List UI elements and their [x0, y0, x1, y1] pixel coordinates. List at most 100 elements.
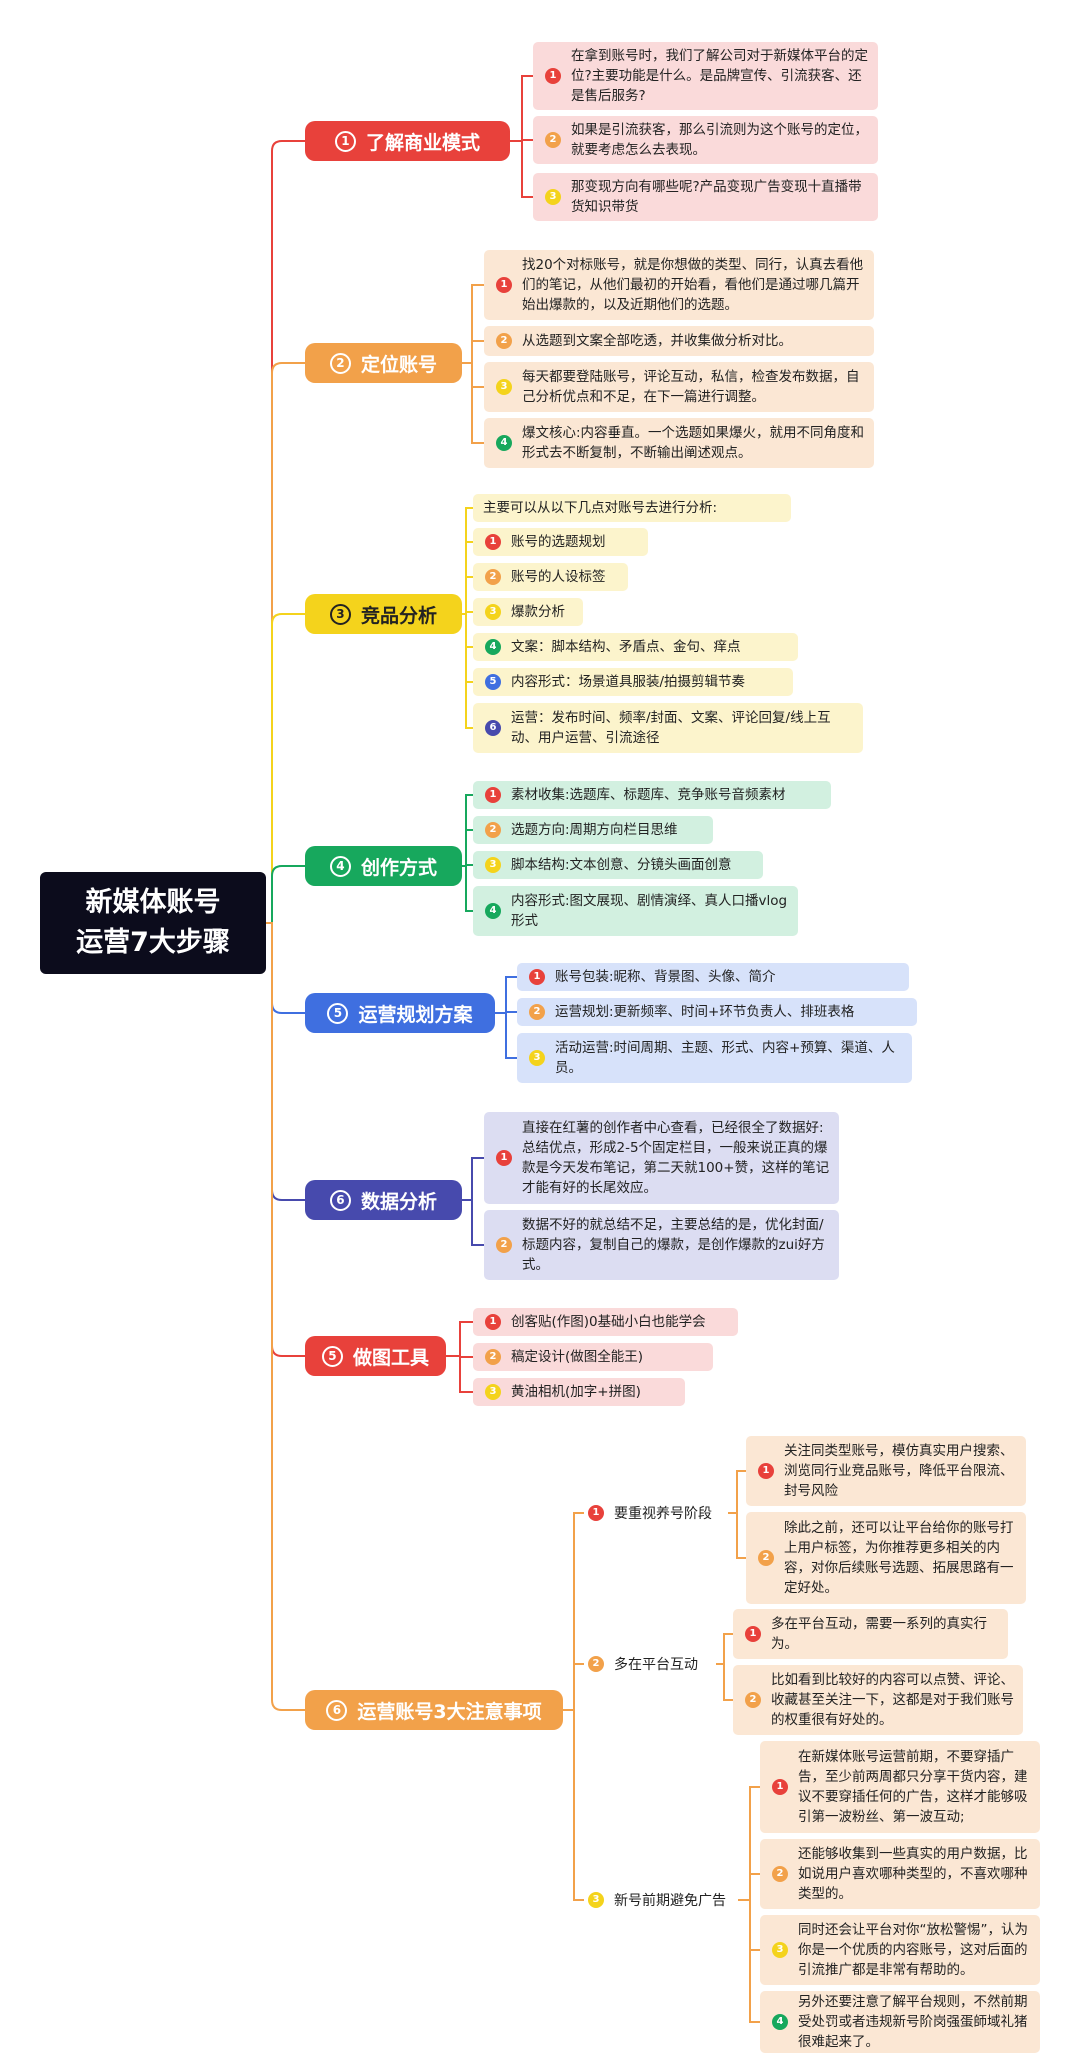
- branch-title: 定位账号: [360, 353, 437, 376]
- number-badge: 1: [496, 1150, 512, 1166]
- leaf-text: 如果是引流获客，那么引流则为这个账号的定位，就要考虑怎么去表现。: [571, 122, 868, 158]
- leaf-text: 在拿到账号时，我们了解公司对于新媒体平台的定位?主要功能是什么。是品牌宣传、引流…: [571, 48, 868, 104]
- leaf-text: 关注同类型账号，模仿真实用户搜索、浏览同行业竞品账号，降低平台限流、封号风险: [784, 1443, 1014, 1499]
- number-badge: 3: [496, 379, 512, 395]
- leaf-text: 比如看到比较好的内容可以点赞、评论、收藏甚至关注一下，这都是对于我们账号的权重很…: [771, 1672, 1014, 1728]
- leaf-text: 素材收集:选题库、标题库、竞争账号音频素材: [511, 787, 786, 803]
- number-badge: 1: [588, 1505, 604, 1521]
- leaf-text: 同时还会让平台对你“放松警惕”，认为你是一个优质的内容账号，这对后面的引流推广都…: [798, 1922, 1028, 1978]
- connector-leaves-7: [446, 1321, 473, 1393]
- branch-data-analysis: 6 数据分析: [305, 1180, 462, 1220]
- branch-number: 1: [334, 130, 356, 152]
- leaf-text: 文案：脚本结构、矛盾点、金句、痒点: [511, 639, 741, 655]
- leaf-8-2-2: 2 比如看到比较好的内容可以点赞、评论、收藏甚至关注一下，这都是对于我们账号的权…: [733, 1665, 1023, 1735]
- leaf-4-1: 1 素材收集:选题库、标题库、竞争账号音频素材: [473, 781, 831, 809]
- number-badge: 2: [485, 822, 501, 838]
- leaf-text: 数据不好的就总结不足，主要总结的是，优化封面/标题内容，复制自己的爆款，是创作爆…: [522, 1217, 825, 1273]
- leaf-text: 创客贴(作图)0基础小白也能学会: [511, 1314, 706, 1330]
- number-badge: 2: [772, 1866, 788, 1882]
- leaf-text: 账号的选题规划: [511, 534, 606, 550]
- branch-number: 3: [329, 603, 351, 625]
- leaf-text: 主要可以从以下几点对账号去进行分析:: [483, 500, 718, 516]
- branch-business-model: 1 了解商业模式: [305, 121, 510, 161]
- branch-positioning: 2 定位账号: [305, 343, 462, 383]
- leaf-text: 爆款分析: [511, 604, 565, 620]
- number-badge: 4: [772, 2014, 788, 2030]
- sub-topic-raising-account: 1 要重视养号阶段: [584, 1496, 716, 1530]
- leaf-text: 内容形式：场景道具服装/拍摄剪辑节奏: [511, 674, 746, 690]
- leaf-5-1: 1 账号包装:昵称、背景图、头像、简介: [517, 963, 909, 991]
- branch-number: 5: [321, 1345, 343, 1367]
- number-badge: 2: [758, 1550, 774, 1566]
- number-badge: 3: [545, 189, 561, 205]
- leaf-text: 运营：发布时间、频率/封面、文案、评论回复/线上互动、用户运营、引流途径: [511, 710, 831, 746]
- leaf-3-4: 4 文案：脚本结构、矛盾点、金句、痒点: [473, 633, 798, 661]
- number-badge: 1: [485, 1314, 501, 1330]
- number-badge: 4: [485, 903, 501, 919]
- number-badge: 2: [496, 1237, 512, 1253]
- branch-title: 运营规划方案: [358, 1003, 473, 1026]
- leaf-text: 多在平台互动，需要一系列的真实行为。: [771, 1616, 987, 1652]
- branch-number: 4: [329, 855, 351, 877]
- leaf-8-1-2: 2 除此之前，还可以让平台给你的账号打上用户标签，为你推荐更多相关的内容，对你后…: [746, 1512, 1026, 1604]
- leaf-6-1: 1 直接在红薯的创作者中心查看，已经很全了数据好:总结优点，形成2-5个固定栏目…: [484, 1112, 839, 1204]
- branch-precautions: 6 运营账号3大注意事项: [305, 1690, 563, 1730]
- leaf-3-5: 5 内容形式：场景道具服装/拍摄剪辑节奏: [473, 668, 793, 696]
- branch-number: 5: [327, 1002, 349, 1024]
- number-badge: 3: [485, 1384, 501, 1400]
- branch-drawing-tools: 5 做图工具: [305, 1336, 446, 1376]
- leaf-8-3-3: 3 同时还会让平台对你“放松警惕”，认为你是一个优质的内容账号，这对后面的引流推…: [760, 1915, 1040, 1985]
- connector-subs-8: [563, 1512, 584, 1901]
- leaf-text: 账号的人设标签: [511, 569, 606, 585]
- number-badge: 3: [485, 857, 501, 873]
- leaf-3-2: 2 账号的人设标签: [473, 563, 628, 591]
- connector-branch-3: [266, 613, 305, 924]
- branch-title: 了解商业模式: [365, 131, 480, 154]
- number-badge: 6: [485, 720, 501, 736]
- branch-title: 竞品分析: [360, 604, 437, 627]
- number-badge: 1: [529, 969, 545, 985]
- number-badge: 2: [496, 333, 512, 349]
- leaf-text: 选题方向:周期方向栏目思维: [511, 822, 678, 838]
- connector-leaves-1: [510, 75, 533, 198]
- number-badge: 4: [485, 639, 501, 655]
- branch-number: 2: [329, 352, 351, 374]
- leaf-8-3-4: 4 另外还要注意了解平台规则，不然前期受处罚或者违规新号阶岗强蛋師域礼猪很难起来…: [760, 1991, 1040, 2053]
- leaf-text: 除此之前，还可以让平台给你的账号打上用户标签，为你推荐更多相关的内容，对你后续账…: [784, 1520, 1014, 1596]
- leaf-2-2: 2 从选题到文案全部吃透，并收集做分析对比。: [484, 326, 874, 356]
- connector-leaves-4: [462, 794, 473, 912]
- leaf-3-1: 1 账号的选题规划: [473, 528, 648, 556]
- number-badge: 1: [772, 1779, 788, 1795]
- number-badge: 5: [485, 674, 501, 690]
- leaf-text: 运营规划:更新频率、时间+环节负责人、排班表格: [555, 1004, 855, 1020]
- number-badge: 2: [545, 132, 561, 148]
- number-badge: 2: [529, 1004, 545, 1020]
- branch-creation-method: 4 创作方式: [305, 846, 462, 886]
- leaf-text: 每天都要登陆账号，评论互动，私信，检查发布数据，自己分析优点和不足，在下一篇进行…: [522, 369, 860, 405]
- branch-title: 运营账号3大注意事项: [357, 1700, 542, 1723]
- leaf-4-4: 4 内容形式:图文展现、剧情演绎、真人口播vlog形式: [473, 886, 798, 936]
- number-badge: 1: [758, 1463, 774, 1479]
- sub-topic-label: 新号前期避免广告: [614, 1893, 726, 1909]
- leaf-text: 账号包装:昵称、背景图、头像、简介: [555, 969, 776, 985]
- leaf-3-head: 主要可以从以下几点对账号去进行分析:: [473, 494, 791, 522]
- leaf-5-3: 3 活动运营:时间周期、主题、形式、内容+预算、渠道、人员。: [517, 1033, 912, 1083]
- leaf-text: 还能够收集到一些真实的用户数据，比如说用户喜欢哪种类型的，不喜欢哪种类型的。: [798, 1846, 1028, 1902]
- number-badge: 2: [588, 1656, 604, 1672]
- number-badge: 1: [496, 277, 512, 293]
- leaf-text: 爆文核心:内容垂直。一个选题如果爆火，就用不同角度和形式去不断复制，不断输出阐述…: [522, 425, 865, 461]
- leaf-4-2: 2 选题方向:周期方向栏目思维: [473, 816, 713, 844]
- connector-branch-1: [266, 140, 305, 924]
- number-badge: 3: [772, 1942, 788, 1958]
- root-title-line1: 新媒体账号: [85, 887, 221, 918]
- connector-leaves-8-2: [716, 1633, 733, 1701]
- branch-operation-plan: 5 运营规划方案: [305, 993, 495, 1033]
- number-badge: 2: [745, 1692, 761, 1708]
- number-badge: 2: [485, 1349, 501, 1365]
- leaf-2-3: 3 每天都要登陆账号，评论互动，私信，检查发布数据，自己分析优点和不足，在下一篇…: [484, 362, 874, 412]
- branch-title: 数据分析: [360, 1190, 437, 1213]
- leaf-text: 在新媒体账号运营前期，不要穿插广告，至少前两周都只分享干货内容，建议不要穿插任何…: [798, 1749, 1028, 1825]
- leaf-7-1: 1 创客贴(作图)0基础小白也能学会: [473, 1308, 738, 1336]
- branch-number: 6: [329, 1189, 351, 1211]
